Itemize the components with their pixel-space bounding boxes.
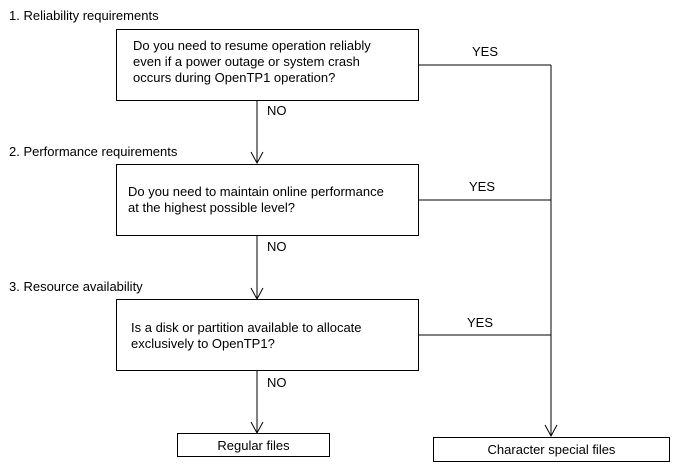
arrowhead-1	[250, 151, 264, 165]
no-label-performance: NO	[267, 239, 287, 254]
outcome-character-special-files: Character special files	[433, 437, 670, 462]
section-title-performance: 2. Performance requirements	[9, 144, 178, 159]
question-text-performance: Do you need to maintain online performan…	[128, 184, 384, 215]
question-box-reliability	[116, 29, 419, 101]
no-label-resource: NO	[267, 375, 287, 390]
yes-label-reliability: YES	[472, 44, 499, 59]
question-text-resource: Is a disk or partition available to allo…	[131, 320, 362, 351]
yes-label-resource: YES	[467, 315, 494, 330]
no-label-reliability: NO	[267, 103, 287, 118]
question-box-resource	[116, 299, 419, 371]
section-title-resource: 3. Resource availability	[9, 279, 143, 294]
arrowhead-yes	[544, 424, 558, 438]
outcome-regular-files: Regular files	[177, 433, 330, 457]
section-title-reliability: 1. Reliability requirements	[9, 8, 159, 23]
yes-label-performance: YES	[469, 179, 496, 194]
question-box-performance	[116, 164, 419, 236]
question-text-reliability: Do you need to resume operation reliably…	[133, 38, 371, 85]
